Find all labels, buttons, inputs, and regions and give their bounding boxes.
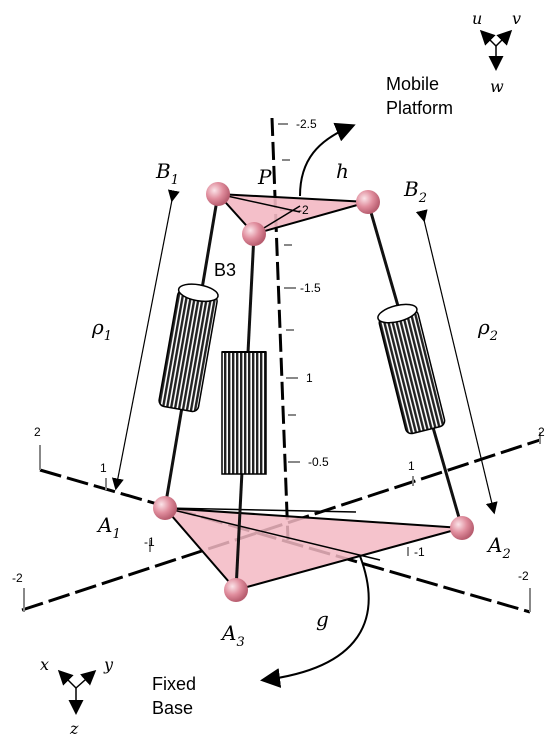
rho2-label: ρ2 xyxy=(477,315,498,344)
mobile-platform-label-1: Mobile xyxy=(386,74,439,94)
h-rotation-arrow xyxy=(299,122,356,197)
vtick-label-1: -2 xyxy=(298,203,309,217)
axis-posts xyxy=(23,432,541,612)
mobile-platform-triangle xyxy=(215,192,369,236)
joint-A2 xyxy=(450,516,474,540)
B2-label: B2 xyxy=(403,177,427,206)
g-rotation-arrow xyxy=(260,555,370,688)
B3-label: B3 xyxy=(214,260,236,280)
A2-label: A2 xyxy=(486,533,511,562)
rho1-label: ρ1 xyxy=(91,315,112,344)
A3-label: A3 xyxy=(220,621,245,650)
v-label: v xyxy=(512,9,521,28)
ltick-label-2: -1 xyxy=(144,535,155,549)
joint-A1 xyxy=(153,496,177,520)
cylinder-1 xyxy=(158,283,219,413)
w-label: w xyxy=(490,77,504,96)
rho1-arrow xyxy=(111,189,180,491)
axis-vertical xyxy=(270,117,290,541)
ltick-label-0: 2 xyxy=(34,425,41,439)
joints xyxy=(153,182,474,602)
vtick-label-4: -0.5 xyxy=(308,455,329,469)
vertical-ticks xyxy=(278,123,300,463)
joint-B1 xyxy=(206,182,230,206)
base-inner-line xyxy=(164,507,381,561)
rtick-label-3: -2 xyxy=(518,569,529,583)
mobile-platform-label-2: Platform xyxy=(386,98,453,118)
rtick-label-1: 1 xyxy=(408,459,415,473)
A1-label: A1 xyxy=(96,513,121,542)
vtick-label-3: 1 xyxy=(306,371,313,385)
rtick-label-2: -1 xyxy=(414,545,425,559)
bottom-frame xyxy=(57,669,97,715)
joint-A3 xyxy=(224,578,248,602)
rho2-arrow xyxy=(415,209,498,515)
P-label: P xyxy=(257,165,272,189)
joint-B3 xyxy=(242,222,266,246)
base-inner-line-2 xyxy=(164,507,357,513)
top-frame xyxy=(479,29,513,71)
cylinder-2 xyxy=(377,303,446,435)
y-label: y xyxy=(103,655,114,674)
rtick-label-0: 2 xyxy=(538,425,545,439)
u-label: u xyxy=(472,9,482,28)
platform-inner-line xyxy=(217,193,301,213)
ltick-label-3: -2 xyxy=(12,571,23,585)
joint-B2 xyxy=(356,190,380,214)
cylinder-3 xyxy=(221,351,267,475)
vtick-label-0: -2.5 xyxy=(296,117,317,131)
B1-label: B1 xyxy=(155,159,179,188)
ltick-label-1: 1 xyxy=(100,461,107,475)
x-label: x xyxy=(40,655,49,674)
vtick-label-2: -1.5 xyxy=(300,281,321,295)
fixed-base-label-2: Base xyxy=(152,698,193,718)
h-label: h xyxy=(336,159,349,183)
fixed-base-label-1: Fixed xyxy=(152,674,196,694)
z-label: z xyxy=(69,719,79,738)
g-label: g xyxy=(316,607,329,631)
